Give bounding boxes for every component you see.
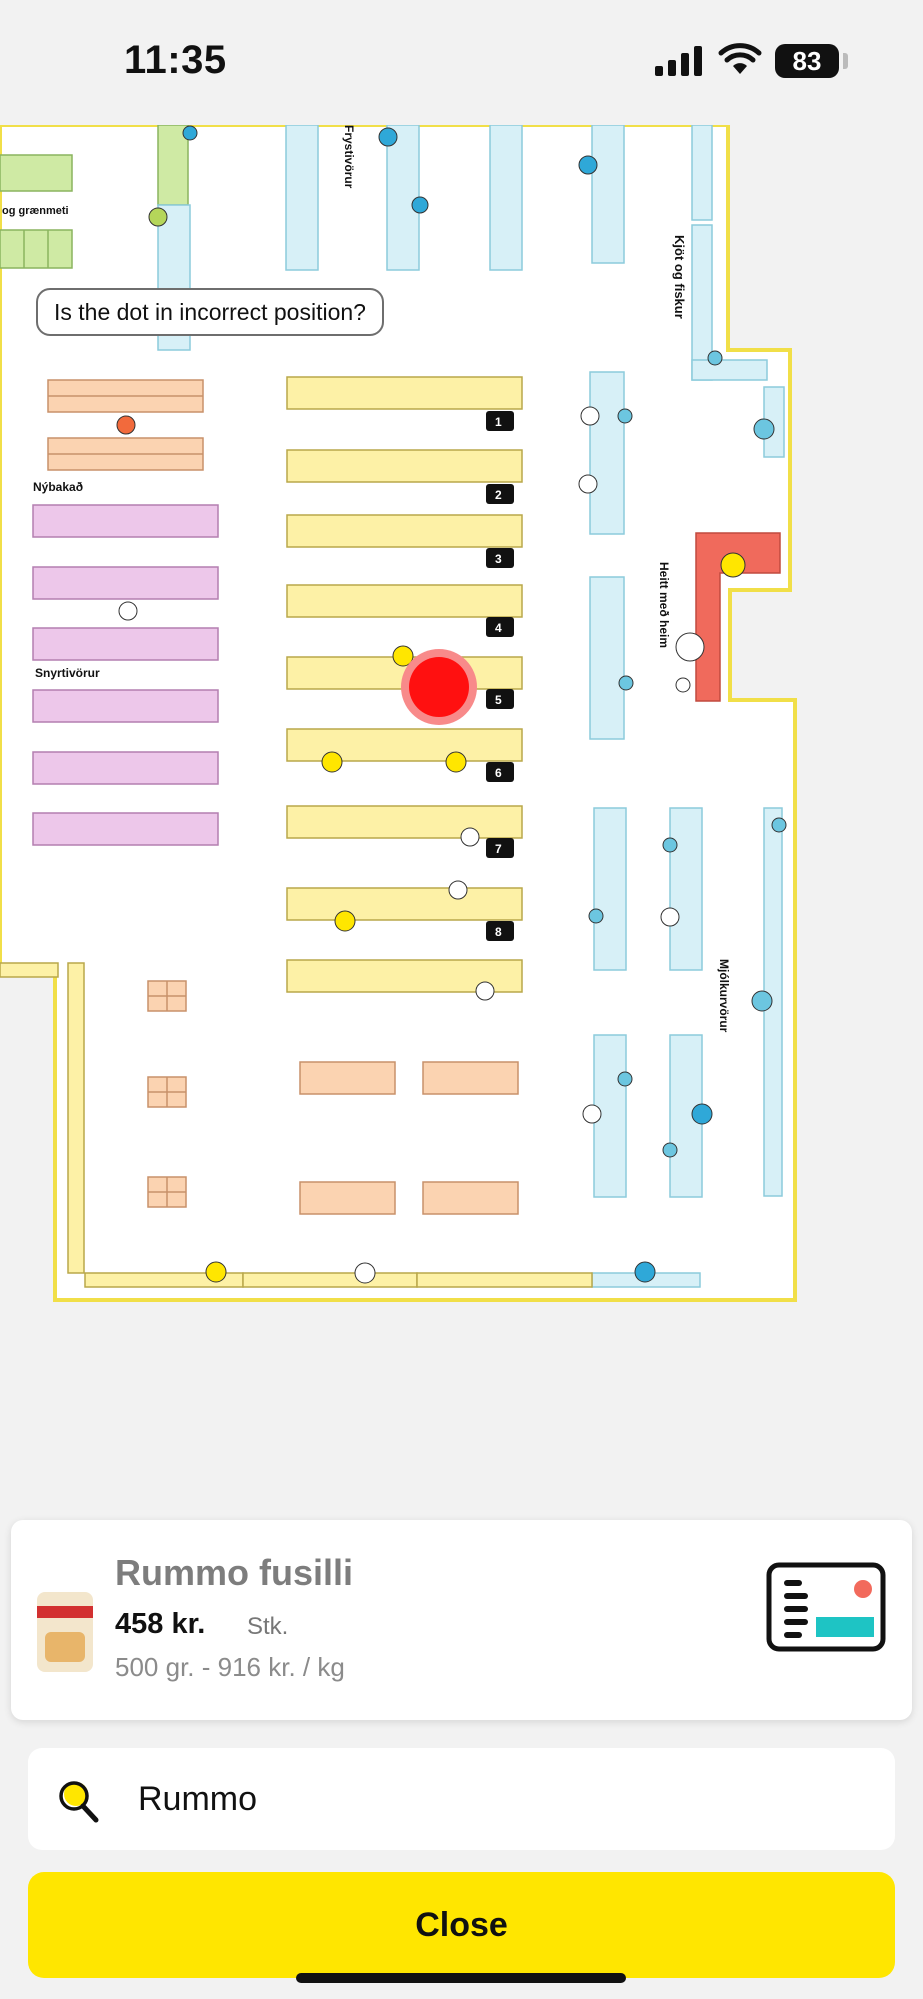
product-unit: Stk. (247, 1613, 289, 1640)
home-indicator[interactable] (296, 1973, 626, 1983)
battery-level: 83 (775, 44, 839, 78)
search-input[interactable] (138, 1774, 838, 1824)
section-label-cosmetics: Snyrtivörur (35, 666, 100, 680)
aisle-number: 2 (495, 488, 502, 502)
aisle-number: 4 (495, 621, 502, 635)
close-button[interactable]: Close (28, 1872, 895, 1978)
section-label-meat-fish: Kjöt og fiskur (672, 235, 687, 319)
aisle-number: 6 (495, 766, 502, 780)
product-card[interactable]: Rummo fusilli 458 kr. Stk. 500 gr. - 916… (11, 1520, 912, 1720)
cellular-signal-icon (655, 46, 702, 76)
section-label-bakery: Nýbakað (33, 480, 83, 494)
section-label-hot-food: Heitt með heim (657, 562, 671, 648)
section-label-dairy: Mjólkurvörur (717, 959, 731, 1033)
product-thumbnail (37, 1592, 93, 1672)
search-icon (59, 1781, 99, 1823)
section-label-vegetables: og grænmeti (2, 205, 69, 217)
product-details: 500 gr. - 916 kr. / kg (115, 1652, 345, 1682)
status-bar: 11:35 83 (0, 0, 923, 125)
store-floorplan: Kjöt og fiskur Frystivörur og grænmeti N… (0, 125, 797, 1302)
aisle-number: 3 (495, 552, 502, 566)
incorrect-position-tooltip[interactable]: Is the dot in incorrect position? (36, 288, 384, 336)
product-name: Rummo fusilli (115, 1552, 354, 1593)
aisle-number: 5 (495, 693, 502, 707)
section-label-frozen: Frystivörur (342, 125, 356, 189)
aisle-number: 8 (495, 925, 502, 939)
aisle-number: 1 (495, 415, 502, 429)
aisle-number: 7 (495, 842, 502, 856)
product-price: 458 kr. (115, 1608, 206, 1640)
product-location-dot[interactable] (409, 657, 469, 717)
battery-icon (843, 53, 848, 69)
wifi-icon (718, 43, 762, 74)
shelf-label-icon[interactable] (766, 1562, 886, 1652)
status-time: 11:35 (124, 38, 227, 82)
store-map[interactable]: Kjöt og fiskur Frystivörur og grænmeti N… (0, 125, 923, 1340)
search-bar[interactable] (28, 1748, 895, 1850)
